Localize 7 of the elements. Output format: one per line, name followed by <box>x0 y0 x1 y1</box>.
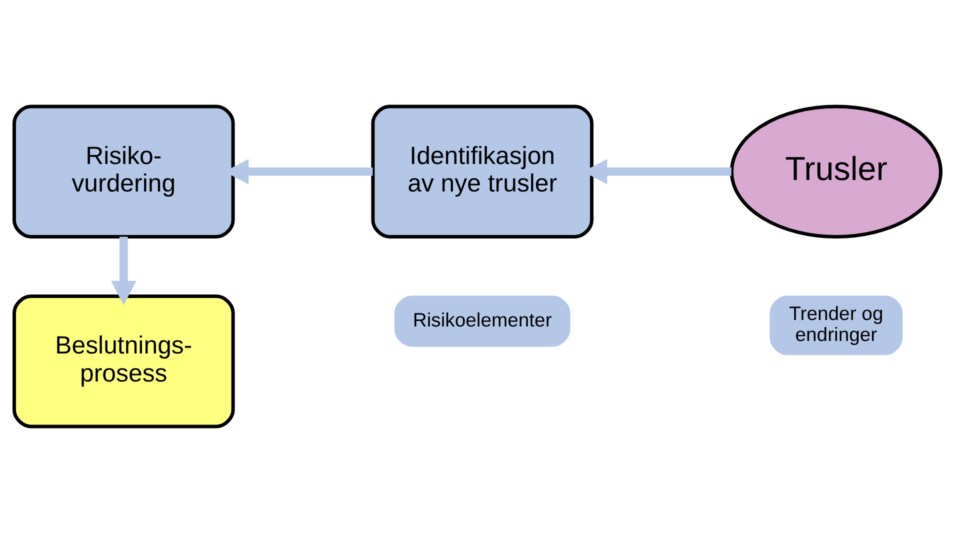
node-box: Risikoelementer <box>394 296 570 347</box>
arrow <box>110 236 136 306</box>
node-box: Beslutnings- prosess <box>12 294 235 428</box>
node-ellipse: Trusler <box>730 104 942 238</box>
node-box: Risiko- vurdering <box>12 104 235 238</box>
node-box: Trender og endringer <box>770 296 903 356</box>
node-box: Identifikasjon av nye trusler <box>371 104 594 238</box>
